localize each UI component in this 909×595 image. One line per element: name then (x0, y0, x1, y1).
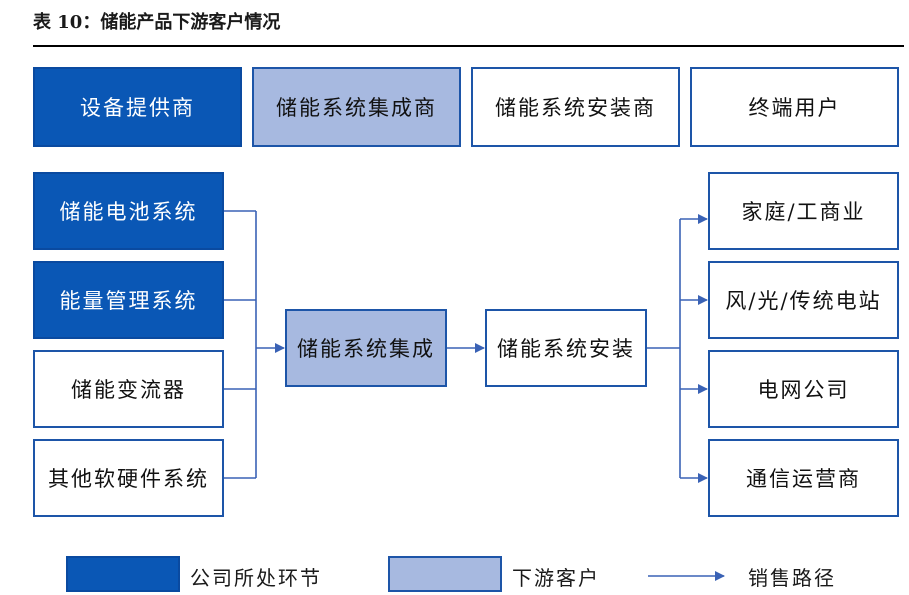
node-home-commercial: 家庭/工商业 (708, 172, 899, 250)
node-system-integration: 储能系统集成 (285, 309, 447, 387)
header-system-integrator: 储能系统集成商 (252, 67, 461, 147)
header-equipment-provider: 设备提供商 (33, 67, 242, 147)
figure-title: 表 10：储能产品下游客户情况 (33, 12, 281, 33)
node-system-installation: 储能系统安装 (485, 309, 647, 387)
node-grid-company: 电网公司 (708, 350, 899, 428)
node-inverter: 储能变流器 (33, 350, 224, 428)
node-battery-system: 储能电池系统 (33, 172, 224, 250)
node-energy-management: 能量管理系统 (33, 261, 224, 339)
legend-swatch-downstream (388, 556, 502, 592)
title-rule (33, 45, 904, 47)
legend-label-downstream: 下游客户 (512, 566, 600, 590)
header-system-installer: 储能系统安装商 (471, 67, 680, 147)
node-other-systems: 其他软硬件系统 (33, 439, 224, 517)
node-telecom-operator: 通信运营商 (708, 439, 899, 517)
legend-label-company: 公司所处环节 (190, 566, 322, 590)
legend-swatch-company (66, 556, 180, 592)
legend-label-sales-path: 销售路径 (748, 566, 836, 590)
node-power-stations: 风/光/传统电站 (708, 261, 899, 339)
header-end-user: 终端用户 (690, 67, 899, 147)
